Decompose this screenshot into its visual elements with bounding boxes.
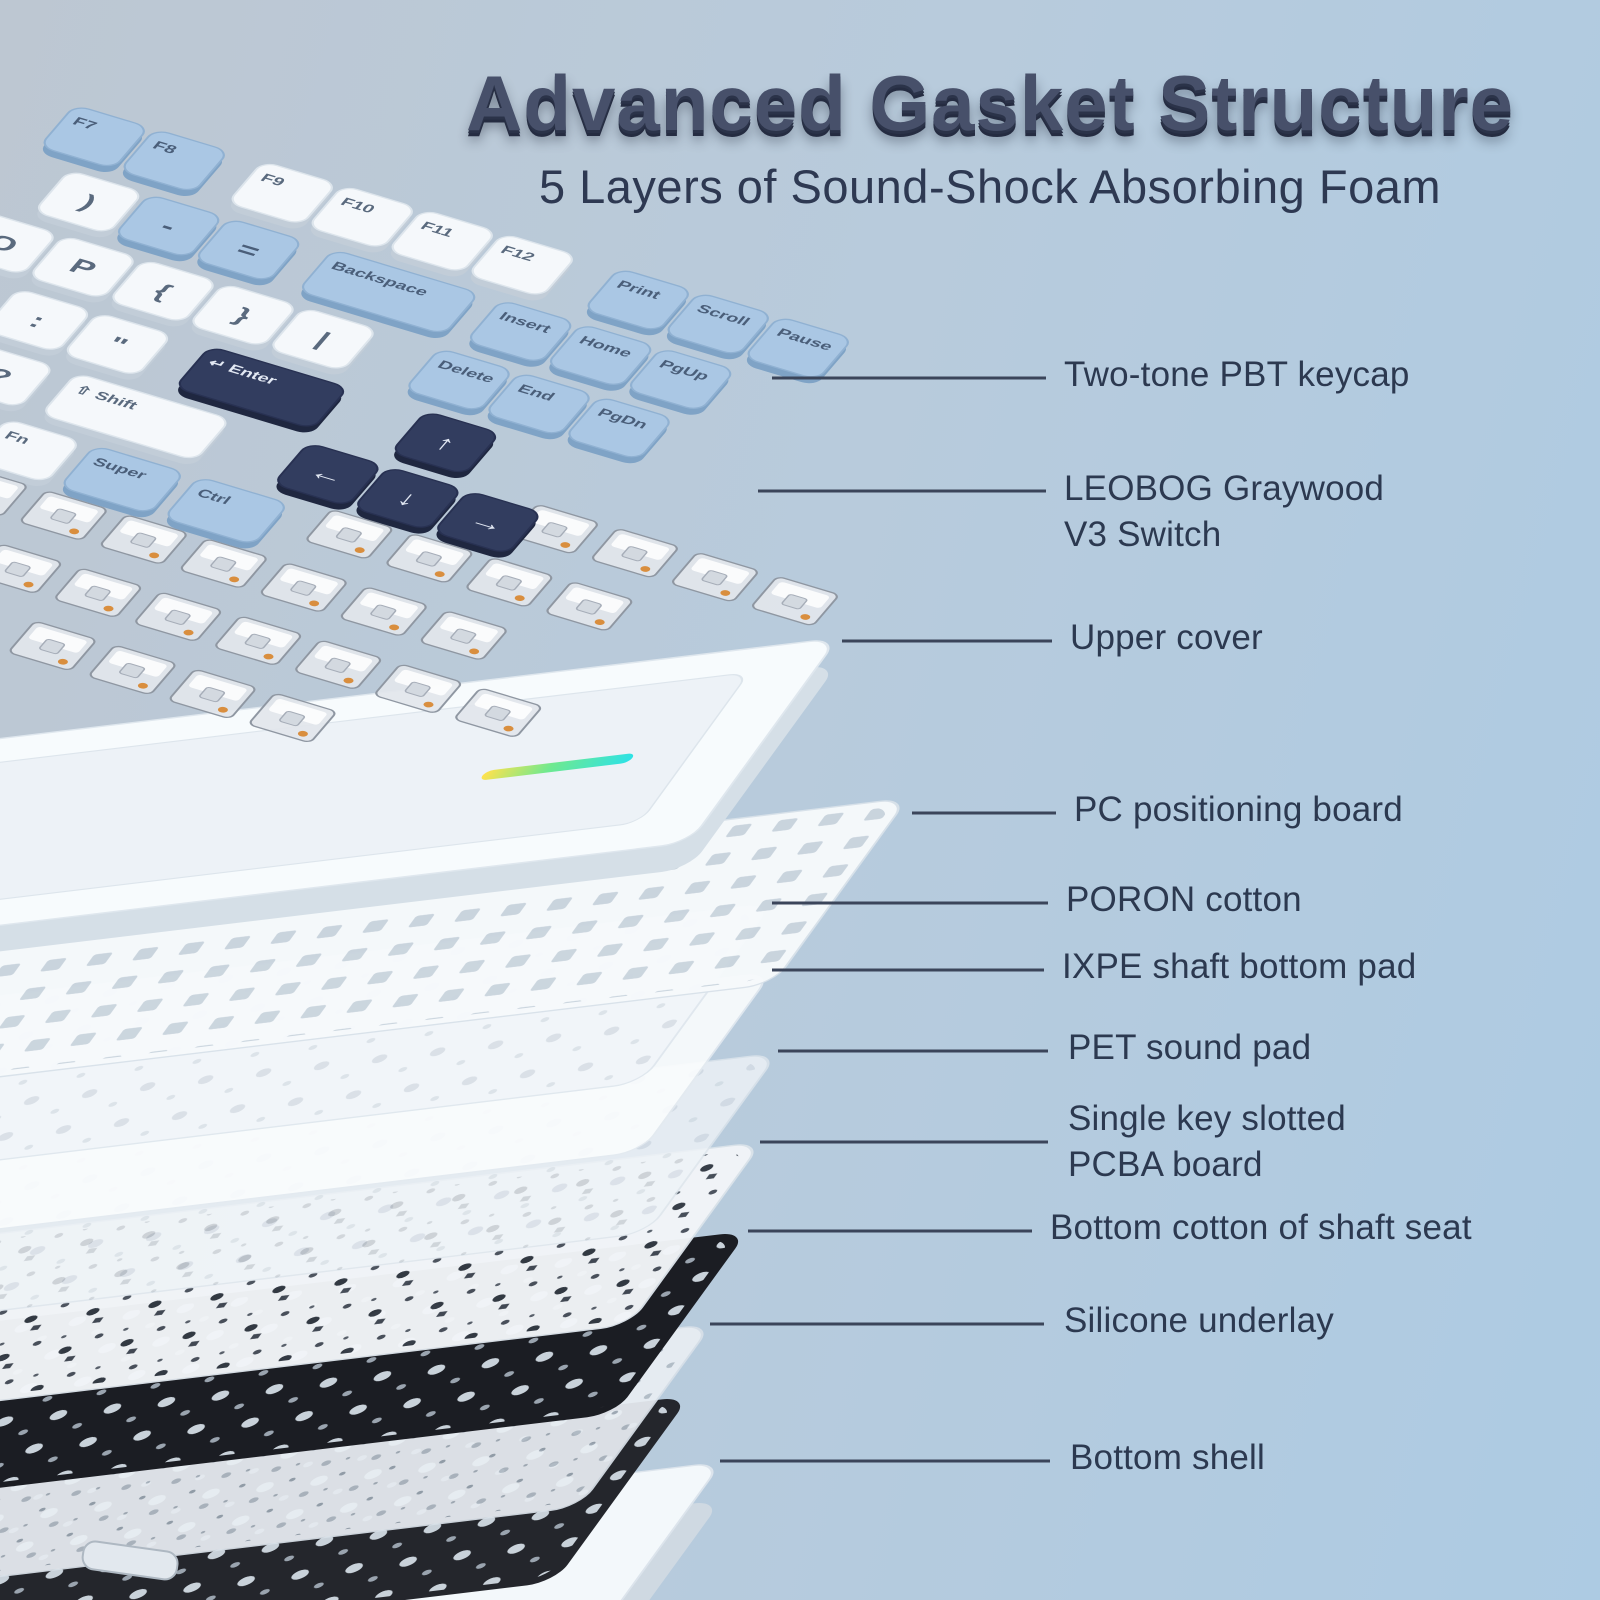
mechanical-switch (169, 669, 256, 719)
keycap: Scroll (666, 294, 769, 360)
page-subtitle: 5 Layers of Sound-Shock Absorbing Foam (538, 160, 1442, 213)
keycap: = (197, 220, 300, 286)
keycap: ↓ (356, 469, 459, 534)
keycap-legend: F9 (257, 171, 288, 188)
callout-label: Two-tone PBT keycap (1064, 355, 1410, 394)
mechanical-switch (0, 467, 27, 516)
keycap: { (111, 261, 214, 327)
keycap-legend: F8 (149, 139, 180, 156)
callout-label: PORON cotton (1066, 880, 1302, 919)
keycap: ? (0, 346, 51, 412)
mechanical-switch (592, 529, 678, 578)
mechanical-switch (215, 616, 302, 665)
callout-label: PET sound pad (1068, 1028, 1312, 1067)
mechanical-switch (455, 688, 542, 737)
mechanical-switch (672, 553, 758, 602)
mechanical-switch (55, 568, 142, 617)
mechanical-switch (295, 640, 382, 689)
keycap: PgDn (567, 398, 670, 464)
keycap: Super (62, 447, 181, 518)
mechanical-switch (420, 611, 507, 660)
callout-label: Upper cover (1070, 618, 1263, 657)
keycap: F11 (390, 211, 493, 277)
keycap: PgUp (629, 350, 732, 415)
upper-cover-inner-frame (0, 673, 744, 970)
keycap: F12 (470, 235, 573, 301)
keycap: " (66, 315, 169, 380)
mechanical-switch (340, 587, 427, 636)
callout-label: Bottom cotton of shaft seat (1050, 1208, 1472, 1247)
keycap: F8 (122, 131, 225, 196)
keycap: ↑ (394, 413, 497, 478)
mechanical-switch (100, 515, 187, 564)
keycap: Fn (0, 421, 77, 486)
keycap: | (271, 309, 374, 375)
mechanical-switch (135, 592, 222, 641)
mechanical-switch (20, 491, 107, 540)
mechanical-switch (752, 577, 838, 626)
keycap: F7 (42, 107, 145, 172)
rgb-light-strip (481, 753, 634, 780)
keycap: } (191, 285, 294, 351)
title-block: Advanced Gasket Structure 5 Layers of So… (400, 58, 1580, 214)
switch-cluster (0, 467, 838, 743)
keycap: F9 (230, 163, 333, 229)
mechanical-switch (249, 693, 336, 743)
layer-stack (0, 640, 900, 1600)
callout-label: Silicone underlay (1064, 1301, 1334, 1340)
keycap: Home (549, 326, 652, 391)
keycap: P (31, 237, 134, 303)
mechanical-switch (512, 505, 598, 554)
callout-label: LEOBOG Graywood V3 Switch (1064, 469, 1385, 555)
keycap: - (117, 196, 220, 262)
mechanical-switch (0, 544, 62, 593)
callout-label: Single key slotted PCBA board (1068, 1099, 1346, 1185)
keycap: End (487, 374, 590, 440)
layer-upper-cover (0, 640, 830, 1021)
keycap-legend: Fn (1, 429, 33, 447)
keycap: : (0, 291, 89, 356)
mechanical-switch (466, 558, 553, 607)
mechanical-switch (546, 582, 633, 631)
keycap: Delete (407, 350, 510, 416)
callout-label: Bottom shell (1070, 1438, 1265, 1477)
mechanical-switch (375, 664, 462, 713)
mechanical-switch (306, 510, 393, 559)
keycap: Pause (746, 318, 849, 384)
mechanical-switch (386, 534, 473, 583)
callout-label: IXPE shaft bottom pad (1062, 947, 1417, 986)
keycap: ) (37, 172, 140, 238)
keycap: ← (276, 445, 379, 510)
shell-slider-detail (81, 1540, 179, 1581)
callout-label: PC positioning board (1074, 790, 1403, 829)
mechanical-switch (89, 645, 176, 695)
mechanical-switch (260, 563, 347, 612)
keycap: F10 (310, 187, 413, 253)
keycap: Insert (469, 302, 572, 367)
keycap: O (0, 213, 54, 279)
keycap: Ctrl (166, 479, 285, 549)
mechanical-switch (9, 621, 96, 671)
keycap: Print (586, 270, 689, 336)
page-title: Advanced Gasket Structure (465, 59, 1515, 147)
keycap: ⇧ Shift (44, 375, 227, 464)
keycap: → (436, 493, 539, 558)
keycap-legend: F7 (69, 115, 100, 132)
mechanical-switch (180, 539, 267, 588)
